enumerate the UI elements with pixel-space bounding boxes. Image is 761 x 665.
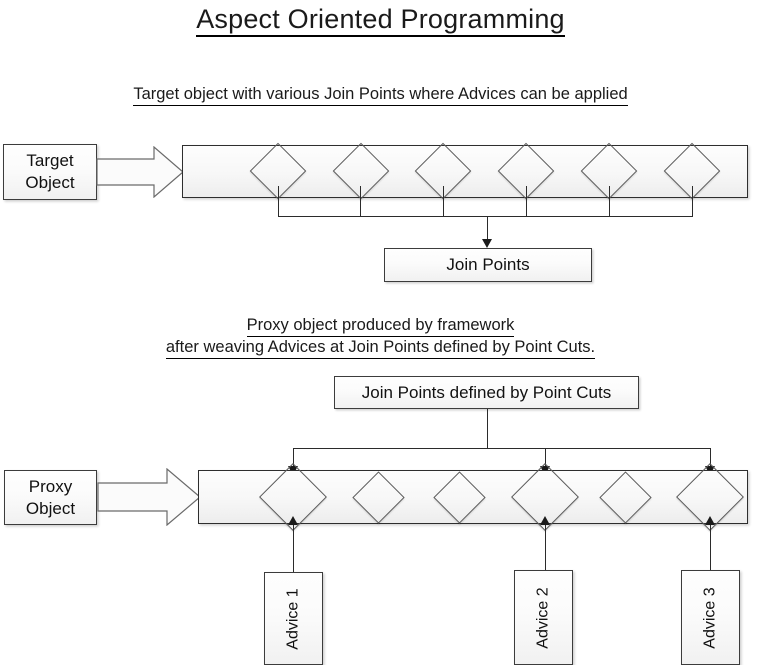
- advice-link-2: [545, 525, 546, 570]
- page-title-text: Aspect Oriented Programming: [196, 4, 565, 37]
- proxy-object-line2: Object: [25, 498, 76, 518]
- join-point-droplink-5: [609, 186, 610, 217]
- advice-arrowhead-3: [705, 516, 715, 525]
- bottom-section-caption-line1-text: Proxy object produced by framework: [246, 315, 515, 337]
- target-object-box: Target Object: [3, 144, 97, 200]
- proxy-object-bar: [198, 470, 748, 524]
- join-points-box: Join Points: [384, 248, 592, 282]
- join-point-droplink-1: [278, 186, 279, 217]
- advice-box-2: Advice 2: [514, 570, 573, 665]
- advice-arrowhead-2: [540, 516, 550, 525]
- point-cut-droplink-2: [545, 448, 546, 470]
- join-points-box-label: Join Points: [446, 255, 530, 274]
- join-points-stem: [487, 216, 488, 241]
- bottom-section-caption-line1: Proxy object produced by framework: [0, 315, 761, 337]
- advice-box-1: Advice 1: [264, 572, 323, 665]
- join-point-droplink-3: [443, 186, 444, 217]
- join-points-arrowhead: [482, 239, 492, 248]
- target-object-bar: [182, 145, 748, 198]
- join-point-droplink-6: [692, 186, 693, 217]
- advice-link-3: [710, 525, 711, 570]
- bottom-section-caption-line2: after weaving Advices at Join Points def…: [0, 337, 761, 359]
- join-point-droplink-4: [526, 186, 527, 217]
- point-cut-droplink-3: [710, 448, 711, 470]
- join-point-droplink-2: [360, 186, 361, 217]
- top-section-caption-text: Target object with various Join Points w…: [133, 84, 628, 106]
- target-object-line1: Target: [26, 151, 74, 170]
- join-points-collector-bus: [278, 216, 692, 217]
- target-to-bar-block-arrow: [96, 146, 184, 198]
- advice-arrowhead-1: [288, 516, 298, 525]
- proxy-object-box: Proxy Object: [4, 470, 97, 525]
- proxy-object-line1: Proxy: [28, 476, 73, 496]
- point-cuts-distribution-bus: [293, 448, 710, 449]
- advice-box-2-label: Advice 2: [534, 586, 552, 649]
- top-section-caption: Target object with various Join Points w…: [0, 84, 761, 106]
- page-title: Aspect Oriented Programming: [0, 4, 761, 37]
- advice-box-3-label: Advice 3: [701, 586, 719, 649]
- point-cuts-box-label: Join Points defined by Point Cuts: [361, 382, 612, 402]
- bottom-section-caption-line2-text: after weaving Advices at Join Points def…: [165, 337, 596, 359]
- target-object-line2: Object: [25, 173, 75, 192]
- advice-link-1: [293, 525, 294, 572]
- advice-box-3: Advice 3: [681, 570, 740, 665]
- point-cut-droplink-1: [293, 448, 294, 470]
- point-cuts-stem: [487, 409, 488, 448]
- point-cuts-box: Join Points defined by Point Cuts: [334, 376, 639, 409]
- advice-box-1-label: Advice 1: [284, 587, 302, 650]
- proxy-to-bar-block-arrow: [97, 468, 201, 526]
